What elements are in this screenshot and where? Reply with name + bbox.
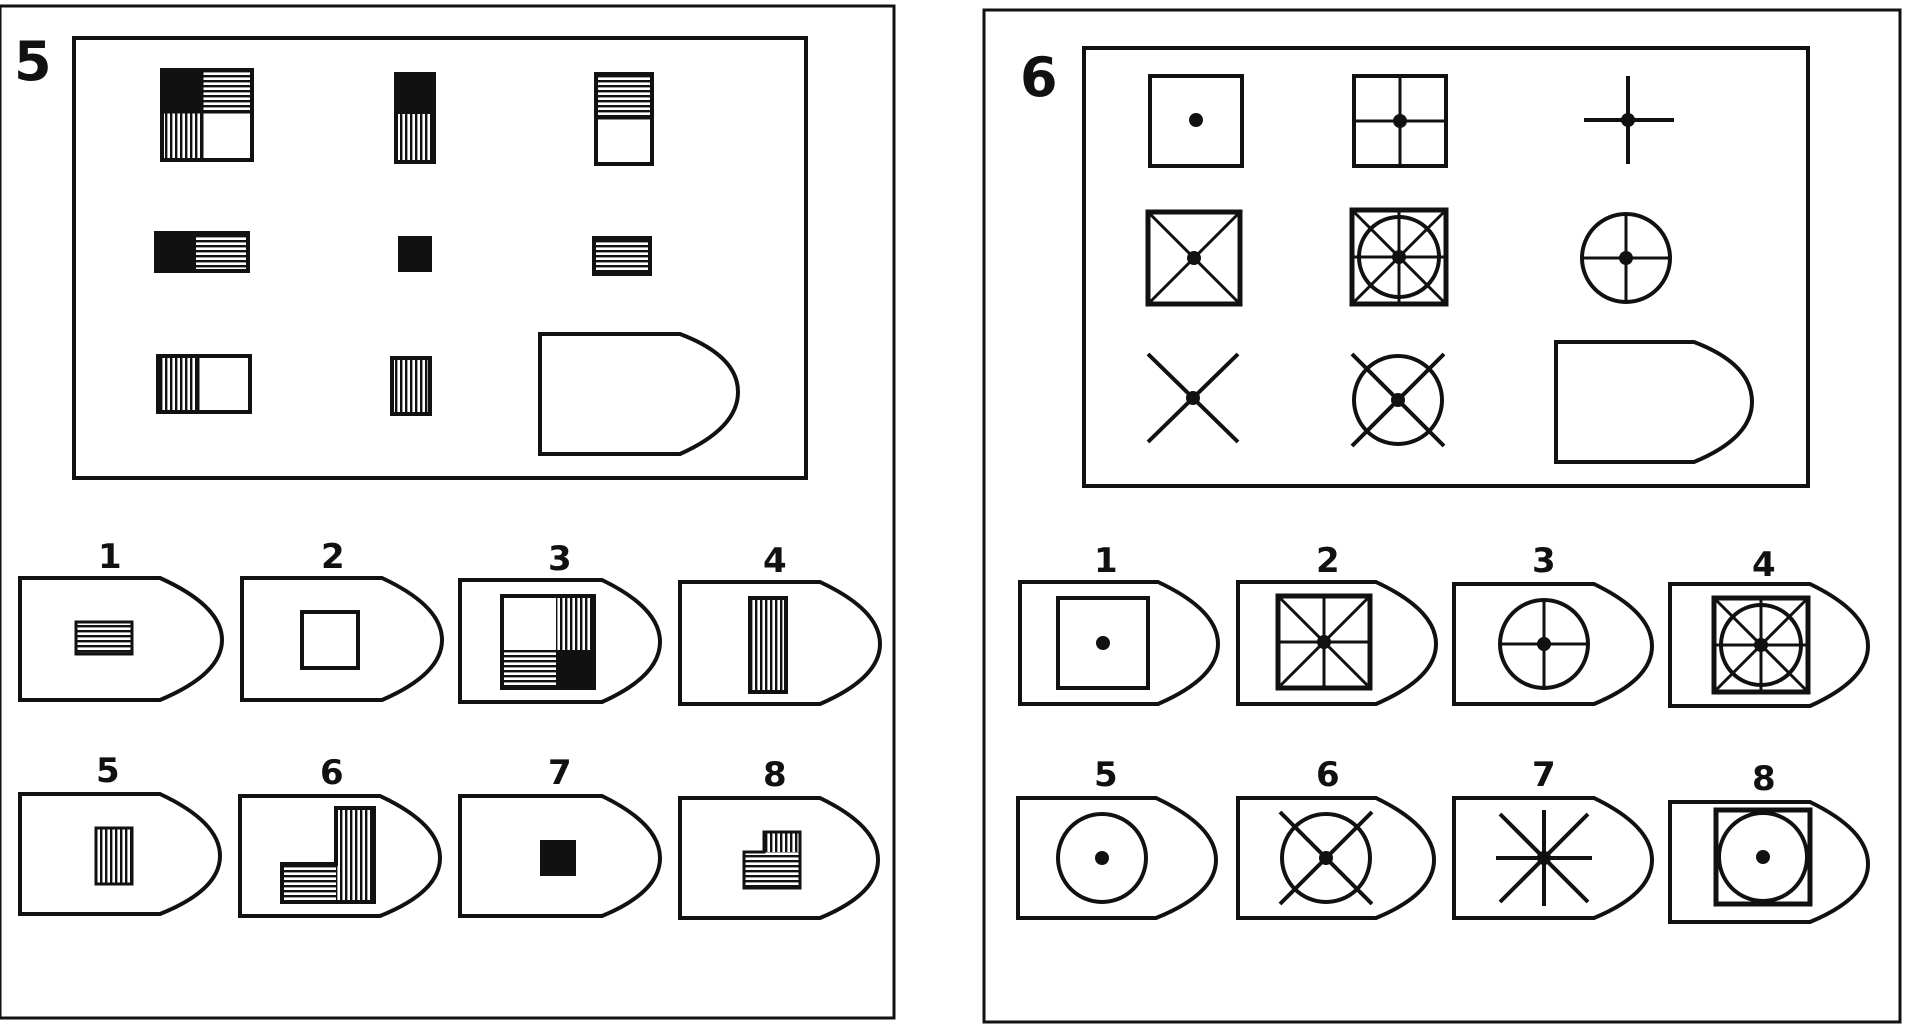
p5-option-4[interactable]: 4 — [678, 541, 883, 706]
p5-option-2[interactable]: 2 — [240, 537, 445, 702]
p6-option-1-label: 1 — [1094, 541, 1118, 581]
p5-option-3[interactable]: 3 — [458, 539, 663, 704]
p5-option-5[interactable]: 5 — [18, 751, 223, 916]
p5-cell-r1c3 — [594, 72, 654, 166]
p6-option-1[interactable]: 1 — [1018, 541, 1221, 706]
p5-option-8[interactable]: 8 — [678, 755, 881, 920]
p5-option-1-label: 1 — [98, 537, 122, 577]
p6-cell-r1c1 — [1148, 74, 1244, 168]
problem-5-number: 5 — [14, 30, 52, 93]
p5-option-5-label: 5 — [96, 751, 120, 791]
p6-option-4[interactable]: 4 — [1668, 545, 1871, 708]
p6-option-6-label: 6 — [1316, 755, 1340, 795]
p5-cell-r3c1 — [156, 354, 252, 414]
p6-option-6[interactable]: 6 — [1236, 755, 1437, 920]
p5-option-7-label: 7 — [548, 753, 572, 793]
problem-6-number: 6 — [1020, 46, 1058, 109]
p5-option-6[interactable]: 6 — [238, 753, 443, 918]
p6-cell-r2c2 — [1349, 207, 1449, 307]
p6-option-7-label: 7 — [1532, 755, 1556, 795]
p6-cell-r2c3 — [1580, 212, 1672, 304]
p6-option-4-label: 4 — [1752, 545, 1776, 585]
problem-6-matrix-frame — [1082, 46, 1810, 488]
p5-option-1[interactable]: 1 — [18, 537, 225, 702]
problem-6-panel: 6 — [982, 8, 1902, 1024]
p6-missing-cell-blank — [1554, 340, 1755, 464]
p5-cell-r2c1 — [154, 231, 250, 273]
p6-cell-r1c3 — [1584, 76, 1674, 164]
p5-option-8-label: 8 — [763, 755, 787, 795]
p6-option-3[interactable]: 3 — [1452, 541, 1655, 706]
p6-option-3-label: 3 — [1532, 541, 1556, 581]
p6-option-2-label: 2 — [1316, 541, 1340, 581]
p6-cell-r2c1 — [1145, 209, 1243, 307]
p5-option-7[interactable]: 7 — [458, 753, 663, 918]
p5-option-4-label: 4 — [763, 541, 787, 581]
p5-cell-r1c1 — [160, 68, 254, 162]
p6-cell-r3c2 — [1350, 352, 1446, 448]
p6-option-8-label: 8 — [1752, 759, 1776, 799]
p6-cell-r1c2 — [1352, 74, 1448, 168]
problem-5-outer-frame — [0, 4, 896, 1020]
problem-5-panel: 5 — [0, 4, 896, 1020]
p5-missing-cell-blank — [538, 332, 741, 456]
p5-option-3-label: 3 — [548, 539, 572, 579]
p5-option-6-label: 6 — [320, 753, 344, 793]
p5-cell-r2c3 — [592, 236, 652, 276]
p5-cell-r3c2 — [390, 356, 432, 416]
p6-option-5[interactable]: 5 — [1016, 755, 1219, 920]
p6-option-2[interactable]: 2 — [1236, 541, 1439, 706]
p5-cell-r2c2 — [398, 236, 432, 272]
problem-6-outer-frame — [982, 8, 1902, 1024]
p6-option-8[interactable]: 8 — [1668, 759, 1871, 924]
p5-cell-r1c2 — [394, 72, 436, 164]
p6-option-7[interactable]: 7 — [1452, 755, 1655, 920]
problem-5-matrix-frame — [72, 36, 808, 480]
p6-cell-r3c1 — [1146, 352, 1240, 444]
p6-option-5-label: 5 — [1094, 755, 1118, 795]
p5-option-2-label: 2 — [321, 537, 345, 577]
